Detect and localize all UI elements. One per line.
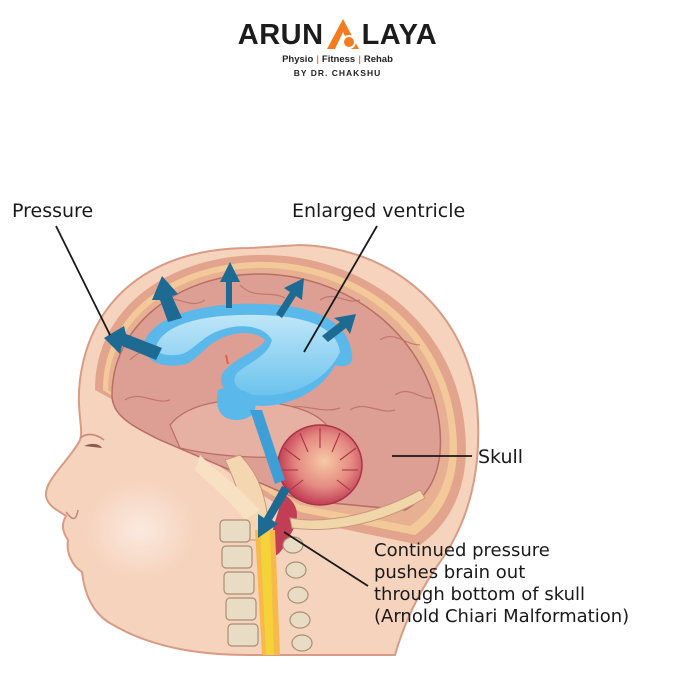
tagline-separator: | (316, 54, 319, 65)
tagline-fitness: Fitness (321, 54, 356, 65)
enlarged-ventricle (144, 303, 353, 484)
brand-byline: BY DR. CHAKSHU (293, 68, 382, 78)
tagline-rehab: Rehab (363, 54, 393, 65)
leader-lines (55, 225, 472, 587)
tagline-separator: | (358, 54, 361, 65)
occipital-bone (289, 489, 426, 531)
label-line: pushes brain out (374, 562, 526, 583)
brand-logo: ARUN LAYA Physio|Fitness|Rehab BY DR. CH… (0, 18, 675, 78)
brand-right-text: LAYA (361, 19, 438, 51)
brand-tagline: Physio|Fitness|Rehab (0, 54, 675, 65)
tagline-physio: Physio (282, 54, 314, 65)
cerebellum (269, 424, 363, 557)
face-features (65, 433, 105, 520)
stylized-a-with-dot-icon (326, 19, 359, 49)
label-pressure: Pressure (12, 200, 94, 222)
pressure-arrows (104, 262, 356, 538)
brand-left-text: ARUN (237, 19, 324, 51)
label-continued-pressure: Continued pressure pushes brain out thro… (374, 540, 629, 628)
label-line: Continued pressure (374, 540, 550, 561)
label-enlarged-ventricle: Enlarged ventricle (292, 200, 466, 222)
label-line: through bottom of skull (374, 584, 585, 605)
label-line: (Arnold Chiari Malformation) (374, 606, 630, 627)
label-skull: Skull (478, 446, 524, 468)
brand-wordmark: ARUN LAYA (238, 18, 437, 50)
